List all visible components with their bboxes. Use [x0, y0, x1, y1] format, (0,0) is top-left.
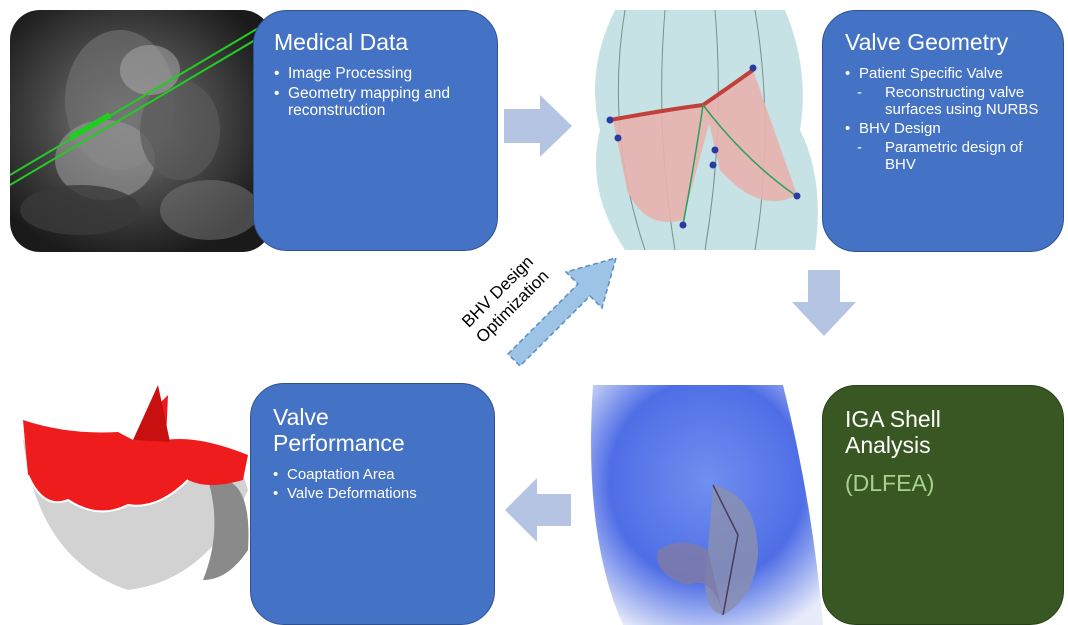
valve-geometry-list: Patient Specific Valve Reconstructing va…	[845, 65, 1047, 173]
arrow-down	[792, 270, 856, 336]
list-item: Image Processing	[274, 65, 477, 83]
valve-performance-box: Valve Performance Coaptation Area Valve …	[250, 383, 495, 625]
valve-geometry-title: Valve Geometry	[845, 29, 1047, 55]
valve-performance-image	[8, 380, 258, 600]
medical-data-title: Medical Data	[274, 29, 477, 55]
arrow-right-top	[504, 95, 572, 157]
mri-image	[10, 10, 272, 252]
iga-shell-subtitle: (DLFEA)	[845, 470, 1041, 496]
valve-geometry-box: Valve Geometry Patient Specific Valve Re…	[822, 10, 1064, 252]
iga-shell-title: IGA Shell Analysis	[845, 406, 985, 458]
list-item: Valve Deformations	[273, 485, 472, 502]
list-item: BHV Design	[845, 120, 1047, 137]
list-item: Patient Specific Valve	[845, 65, 1047, 82]
medical-data-list: Image Processing Geometry mapping and re…	[274, 65, 477, 120]
valve-model-image	[585, 10, 825, 250]
valve-performance-title: Valve Performance	[273, 404, 393, 456]
arrow-left-bottom	[505, 478, 571, 542]
list-item: Parametric design of BHV	[845, 139, 1047, 173]
valve-performance-list: Coaptation Area Valve Deformations	[273, 466, 472, 502]
iga-shell-box: IGA Shell Analysis (DLFEA)	[822, 385, 1064, 625]
list-item: Geometry mapping and reconstruction	[274, 85, 477, 120]
medical-data-box: Medical Data Image Processing Geometry m…	[253, 10, 498, 251]
simulation-image	[583, 385, 828, 625]
list-item: Reconstructing valve surfaces using NURB…	[845, 84, 1047, 118]
list-item: Coaptation Area	[273, 466, 472, 483]
